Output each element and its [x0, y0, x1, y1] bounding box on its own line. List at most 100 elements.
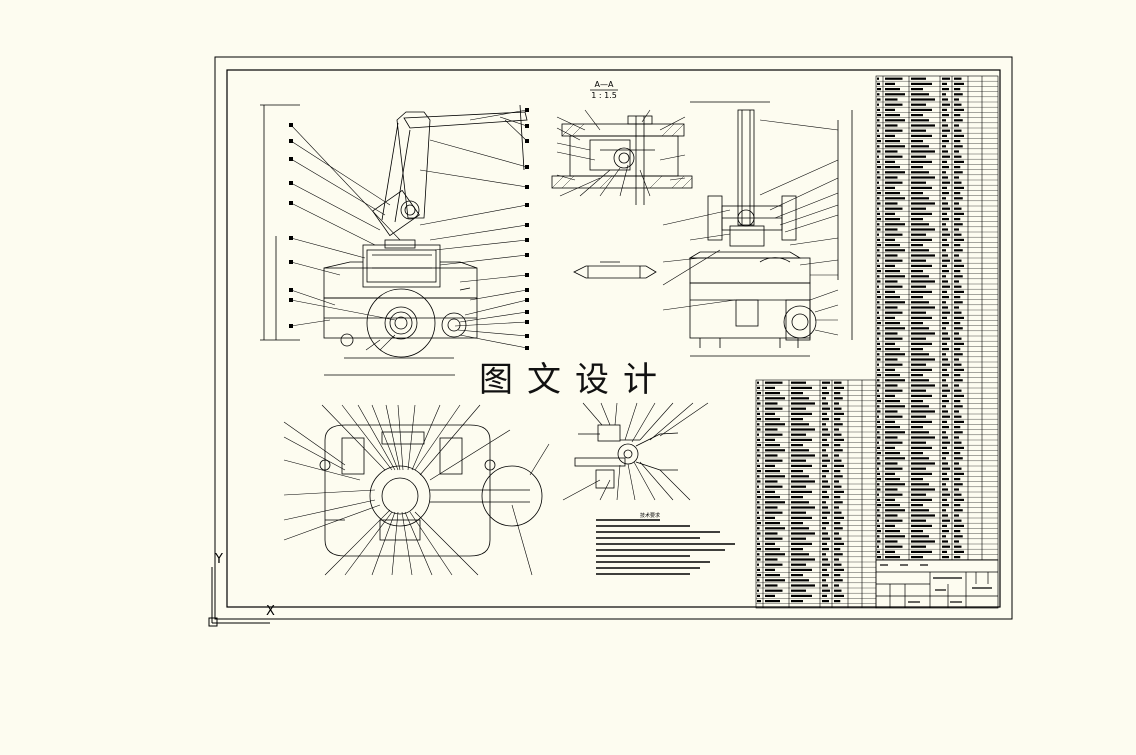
bom-cell-text: [791, 600, 803, 603]
bom-cell-text: [765, 548, 780, 551]
bom-cell-text: [877, 436, 881, 439]
bom-cell-text: [877, 88, 881, 91]
bom-cell-text: [885, 259, 903, 262]
bom-cell-text: [911, 264, 932, 267]
bom-cell-text: [942, 316, 947, 319]
bom-cell-text: [834, 433, 842, 436]
bom-cell-text: [954, 207, 962, 210]
bom-cell-text: [885, 82, 895, 85]
bom-cell-text: [942, 446, 947, 449]
bom-cell-text: [942, 550, 947, 553]
bom-cell-text: [877, 446, 880, 449]
bom-cell-text: [911, 280, 935, 283]
bom-cell-text: [877, 462, 881, 465]
bom-cell-text: [911, 436, 935, 439]
bom-cell-text: [885, 285, 903, 288]
bom-cell-text: [911, 270, 923, 273]
bom-cell-text: [877, 290, 880, 293]
bom-cell-text: [877, 270, 881, 273]
bom-cell-text: [942, 202, 948, 205]
bom-cell-text: [791, 449, 809, 452]
bom-cell-text: [877, 483, 880, 486]
bom-cell-text: [877, 82, 880, 85]
bom-cell-text: [911, 228, 935, 231]
bom-cell-text: [877, 389, 879, 392]
bom-cell-text: [877, 98, 881, 101]
bom-cell-text: [911, 218, 923, 221]
bom-cell-text: [942, 519, 950, 522]
top-view: [319, 424, 543, 557]
bom-cell-text: [877, 93, 880, 96]
bom-cell-text: [942, 322, 949, 325]
bom-cell-text: [757, 433, 759, 436]
bom-cell-text: [877, 306, 881, 309]
bom-cell-text: [942, 426, 949, 429]
bom-cell-text: [911, 244, 923, 247]
bom-cell-text: [911, 316, 932, 319]
bom-cell-text: [834, 548, 841, 551]
bom-cell-text: [834, 522, 841, 525]
bom-cell-text: [822, 548, 829, 551]
bom-cell-text: [954, 155, 962, 158]
bom-cell-text: [942, 348, 949, 351]
bom-cell-text: [834, 496, 841, 499]
bom-cell-text: [911, 556, 923, 559]
bom-cell-text: [757, 412, 760, 415]
bom-cell-text: [942, 441, 950, 444]
bom-cell-text: [877, 197, 880, 200]
bom-cell-text: [877, 155, 879, 158]
bom-cell-text: [954, 114, 961, 117]
bom-cell-text: [765, 407, 783, 410]
section-label: A—A: [594, 80, 614, 89]
bom-cell-text: [765, 412, 775, 415]
bom-cell-text: [911, 519, 926, 522]
bom-cell-text: [942, 88, 949, 91]
bom-cell-text: [954, 436, 959, 439]
bom-cell-text: [791, 412, 812, 415]
bom-cell-text: [791, 428, 815, 431]
tech-requirements-text: [596, 519, 735, 575]
bom-cell-text: [885, 467, 903, 470]
ucs-icon: [208, 567, 270, 627]
bom-cell-text: [911, 337, 926, 340]
bom-cell-text: [954, 316, 964, 319]
bom-cell-text: [942, 166, 949, 169]
bom-cell-text: [791, 423, 809, 426]
bom-cell-text: [911, 181, 926, 184]
bom-cell-text: [765, 527, 785, 530]
bom-cell-text: [877, 114, 881, 117]
bom-cell-text: [834, 527, 843, 530]
bom-cell-text: [954, 103, 962, 106]
bom-cell-text: [765, 475, 785, 478]
bom-cell-text: [954, 145, 963, 148]
bom-cell-text: [885, 166, 900, 169]
bom-cell-text: [765, 428, 778, 431]
bom-cell-text: [822, 568, 827, 571]
bom-cell-text: [954, 197, 963, 200]
bom-cell-text: [834, 584, 839, 587]
bom-cell-text: [877, 493, 879, 496]
bom-cell-text: [942, 483, 946, 486]
bom-cell-text: [954, 218, 961, 221]
bom-cell-text: [911, 285, 926, 288]
bom-cell-text: [765, 480, 778, 483]
bom-cell-text: [954, 306, 959, 309]
bom-cell-text: [834, 485, 842, 488]
bom-table-left: [755, 379, 877, 609]
bom-cell-text: [885, 108, 895, 111]
bom-cell-text: [765, 438, 775, 441]
bom-cell-text: [942, 353, 946, 356]
bom-cell-text: [942, 223, 946, 226]
outer-frame: [214, 56, 1013, 620]
bom-cell-text: [877, 374, 881, 377]
bom-cell-text: [877, 233, 879, 236]
bom-cell-text: [942, 530, 949, 533]
bom-cell-text: [822, 506, 828, 509]
bom-cell-text: [911, 452, 923, 455]
front-view-balloons: [289, 108, 529, 350]
bom-cell-text: [911, 197, 929, 200]
bom-cell-text: [954, 426, 961, 429]
bom-cell-text: [911, 467, 926, 470]
bom-cell-text: [911, 504, 923, 507]
